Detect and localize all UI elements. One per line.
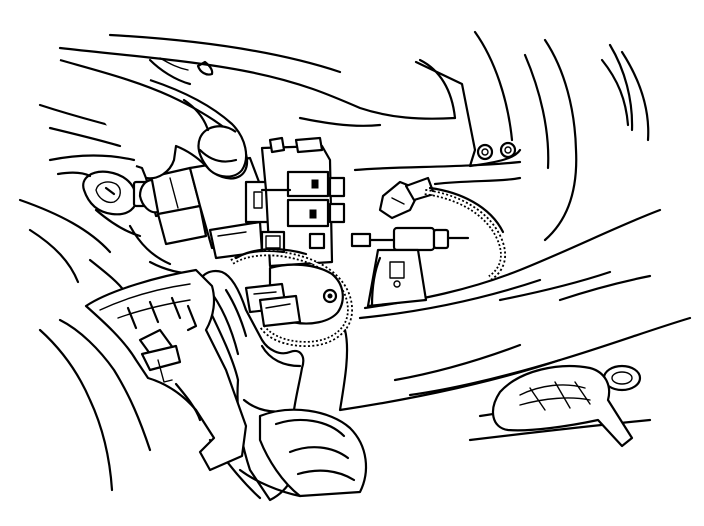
ignition-key — [82, 170, 150, 216]
mounting-bolts — [476, 141, 517, 161]
pedal-bracket — [491, 365, 634, 448]
wire-harness-right — [424, 186, 507, 281]
ignition-switch-housing — [188, 156, 270, 260]
column-cover-lower — [38, 268, 248, 492]
upper-bracket — [378, 176, 436, 220]
switch-plug-connector — [244, 263, 344, 328]
dashboard-outline — [18, 30, 650, 294]
lock-connector — [366, 248, 428, 308]
harness-connector-right — [350, 226, 470, 252]
left-hand — [48, 58, 249, 276]
switch-connector-block — [260, 136, 346, 268]
key-cylinder — [138, 166, 208, 246]
wire-harness-loop — [230, 248, 354, 348]
